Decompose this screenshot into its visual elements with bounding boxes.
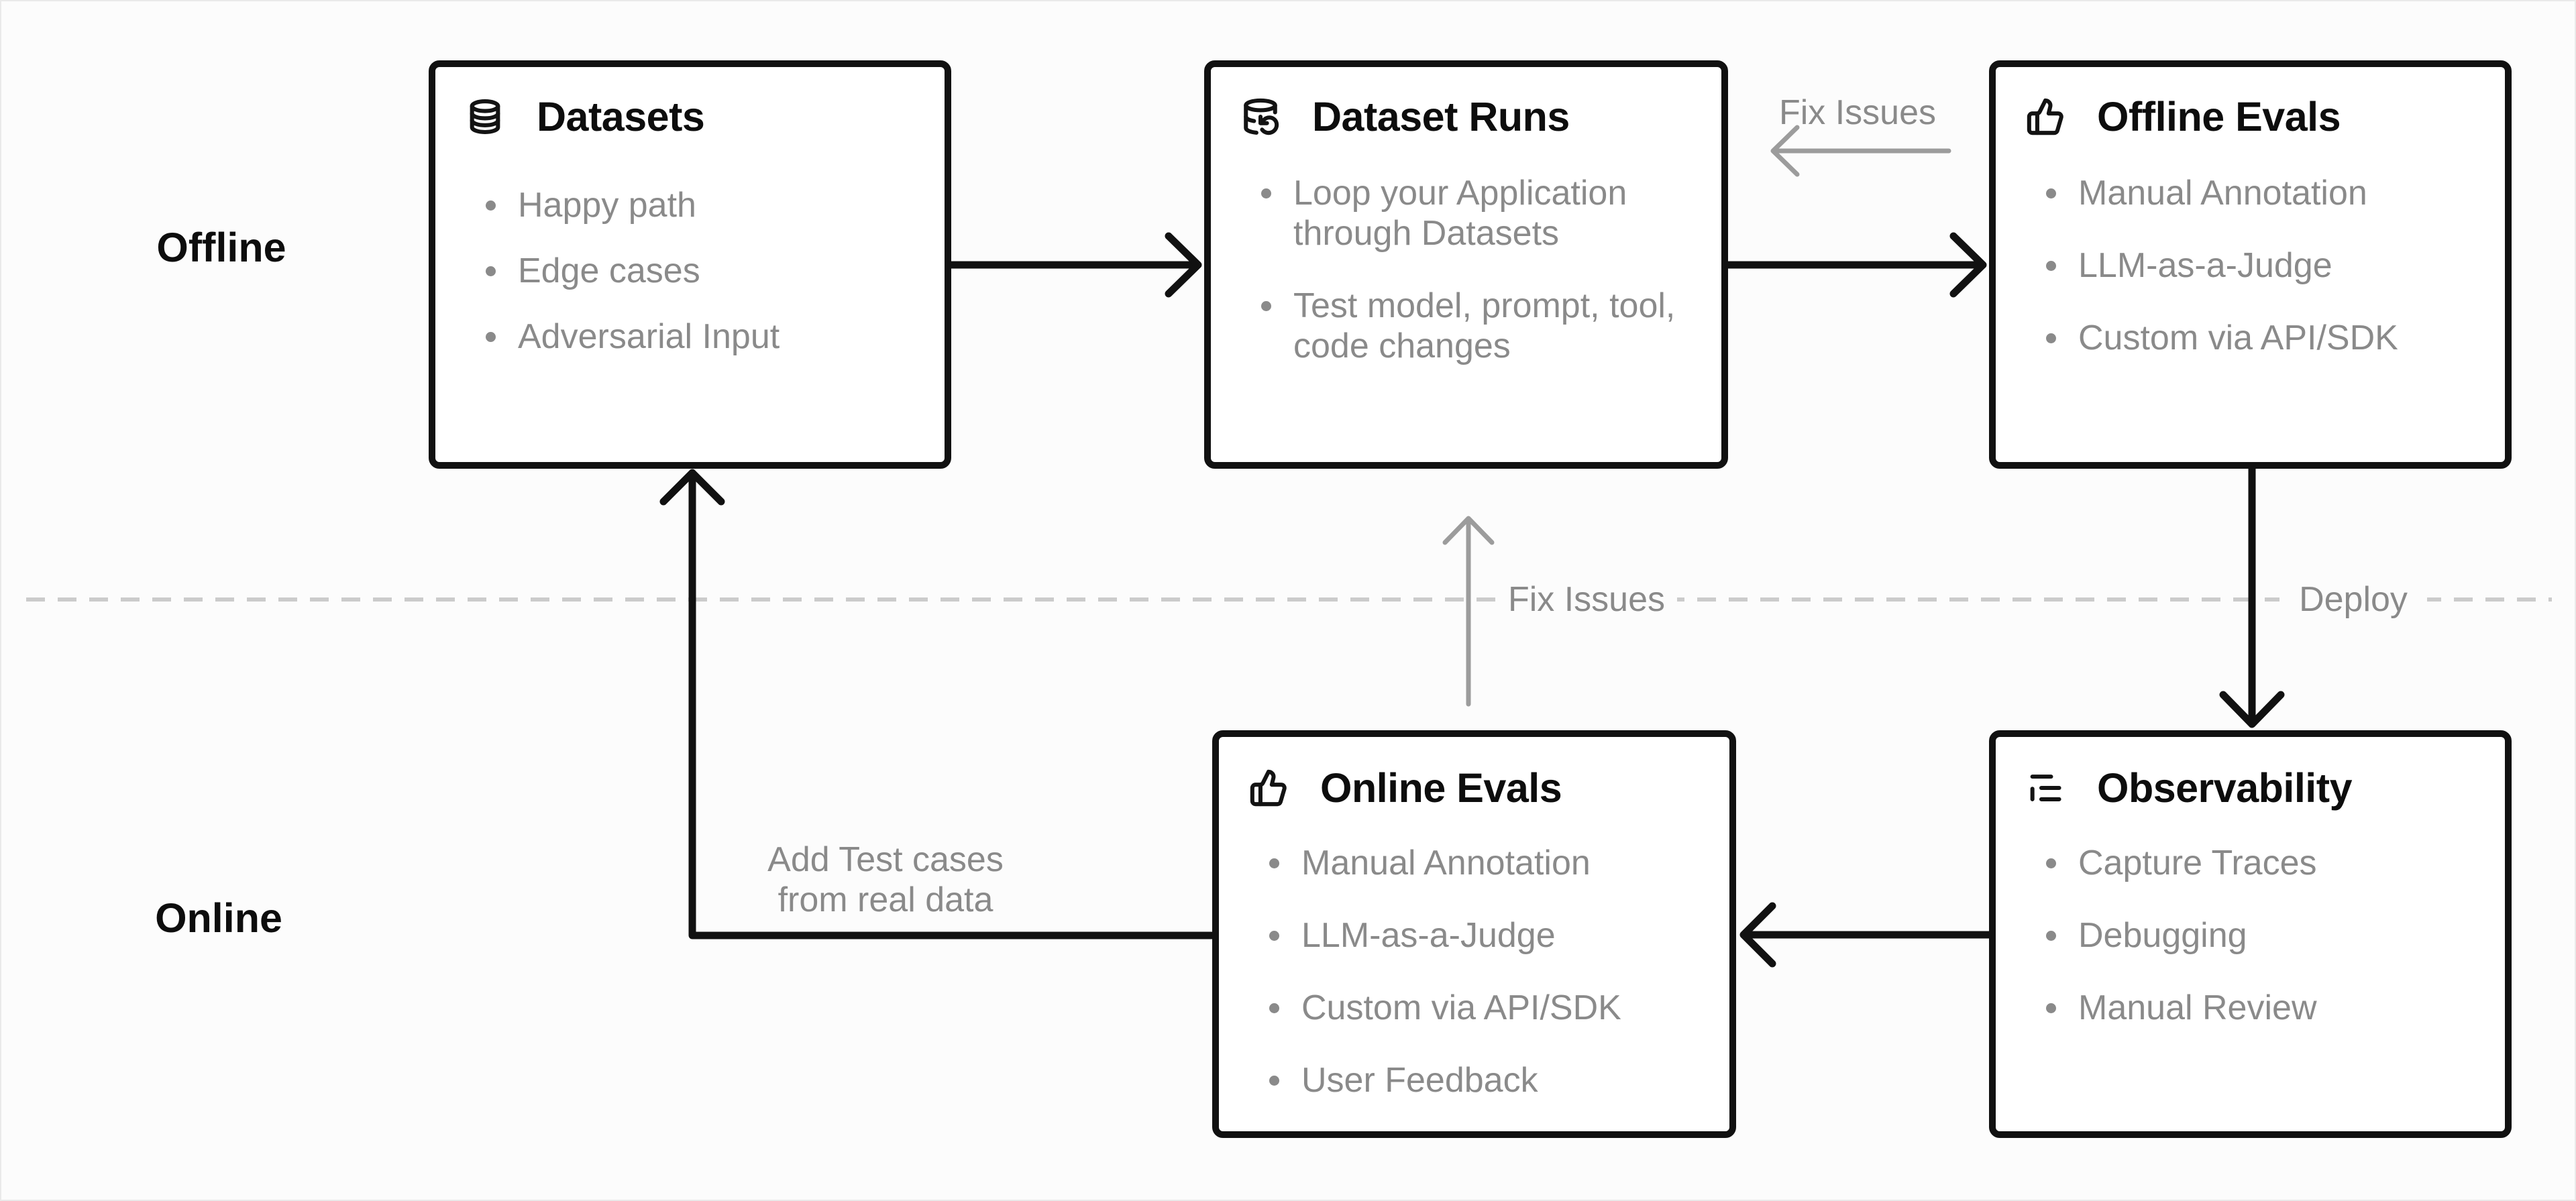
list-item: Happy path bbox=[486, 185, 915, 225]
datasets-to-dataset-runs-arrow bbox=[947, 232, 1202, 298]
list-item: Test model, prompt, tool, code changes bbox=[1261, 286, 1704, 366]
thumbs-up-icon bbox=[2026, 97, 2065, 136]
list-item: Edge cases bbox=[486, 251, 915, 291]
fix-issues-mid-label: Fix Issues bbox=[1496, 575, 1677, 624]
fix-issues-top-label: Fix Issues bbox=[1778, 93, 1937, 132]
box-title: Offline Evals bbox=[2097, 94, 2341, 139]
box-title: Datasets bbox=[537, 94, 705, 139]
list-item: Manual Annotation bbox=[1269, 843, 1712, 883]
logs-icon bbox=[2026, 768, 2065, 807]
list-item: Manual Annotation bbox=[2046, 173, 2475, 213]
list-item: User Feedback bbox=[1269, 1060, 1712, 1100]
thumbs-up-icon bbox=[1249, 768, 1288, 807]
box-title: Observability bbox=[2097, 765, 2353, 811]
deploy-label: Deploy bbox=[2279, 575, 2427, 624]
list-item: Adversarial Input bbox=[486, 317, 915, 357]
list-item: Capture Traces bbox=[2046, 843, 2475, 883]
dataset-runs-to-offline-evals-arrow bbox=[1724, 232, 1987, 298]
list-item: Loop your Application through Datasets bbox=[1261, 173, 1704, 253]
add-test-cases-arrow bbox=[659, 469, 1216, 939]
fix-issues-mid-arrow bbox=[1442, 516, 1495, 707]
observability-box: Observability Capture Traces Debugging M… bbox=[1989, 730, 2512, 1138]
add-test-cases-label: Add Test cases from real data bbox=[767, 840, 1004, 919]
fix-issues-top-arrow bbox=[1770, 125, 1951, 177]
offline-section-label: Offline bbox=[156, 225, 286, 270]
list-item: Custom via API/SDK bbox=[1269, 988, 1712, 1028]
box-title: Dataset Runs bbox=[1312, 94, 1570, 139]
database-refresh-icon bbox=[1241, 97, 1280, 136]
online-evals-box: Online Evals Manual Annotation LLM-as-a-… bbox=[1212, 730, 1736, 1138]
list-item: Custom via API/SDK bbox=[2046, 318, 2475, 358]
list-item: LLM-as-a-Judge bbox=[1269, 915, 1712, 956]
datasets-box: Datasets Happy path Edge cases Adversari… bbox=[429, 60, 951, 469]
offline-evals-box: Offline Evals Manual Annotation LLM-as-a… bbox=[1989, 60, 2512, 469]
database-icon bbox=[466, 97, 504, 136]
list-item: Debugging bbox=[2046, 915, 2475, 956]
list-item: Manual Review bbox=[2046, 988, 2475, 1028]
observability-to-online-evals-arrow bbox=[1739, 902, 1993, 968]
online-section-label: Online bbox=[155, 895, 282, 941]
box-title: Online Evals bbox=[1320, 765, 1562, 811]
list-item: LLM-as-a-Judge bbox=[2046, 245, 2475, 286]
deploy-arrow bbox=[2219, 465, 2285, 728]
dataset-runs-box: Dataset Runs Loop your Application throu… bbox=[1204, 60, 1728, 469]
